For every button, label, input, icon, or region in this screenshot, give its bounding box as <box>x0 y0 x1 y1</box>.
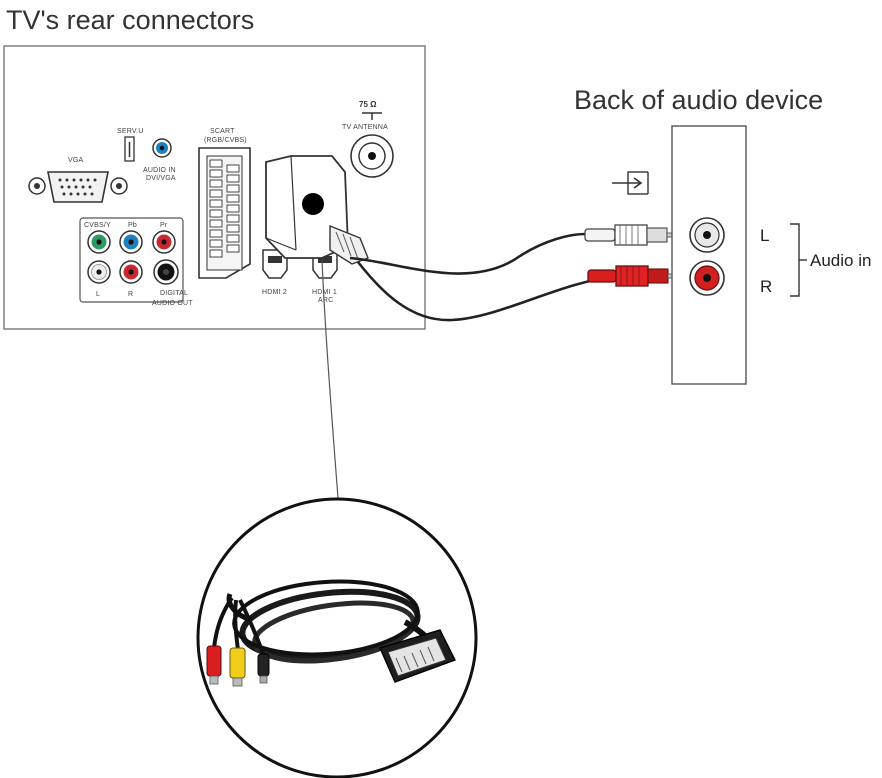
audio-in-label: AUDIO IN <box>143 167 176 174</box>
audio-in-sublabel: DVI/VGA <box>146 175 176 182</box>
hdmi2-label: HDMI 2 <box>262 289 287 296</box>
antenna-label: TV ANTENNA <box>342 124 388 131</box>
pr-jack <box>152 230 176 254</box>
pr-label: Pr <box>160 222 168 229</box>
audio-left-input-label: L <box>760 226 769 245</box>
service-label: SERV.U <box>117 128 144 135</box>
vga-port <box>28 171 128 203</box>
cable-photo-circle <box>196 497 478 778</box>
input-icon <box>612 171 650 195</box>
pb-label: Pb <box>128 222 137 229</box>
audio-left-jack <box>87 260 111 284</box>
audio-in-jack <box>152 138 172 158</box>
digital-audio-out-jack <box>153 259 179 285</box>
digital-audio-out-label-2: AUDIO OUT <box>152 300 193 307</box>
scart-to-rca-cable-picture <box>206 579 456 687</box>
audio-in-bracket <box>790 223 800 297</box>
white-rca-plug <box>584 224 686 246</box>
audio-device-title: Back of audio device <box>574 85 823 115</box>
cvbs-jack <box>87 230 111 254</box>
antenna-port <box>350 134 394 178</box>
audio-right-input-label: R <box>760 277 772 296</box>
scart-port <box>198 147 251 279</box>
audio-left-label: L <box>96 291 100 298</box>
audio-left-input-jack <box>689 217 725 253</box>
scart-sublabel: (RGB/CVBS) <box>204 137 247 144</box>
scart-label: SCART <box>210 128 235 135</box>
service-port <box>124 136 135 162</box>
audio-right-label: R <box>128 291 133 298</box>
hdmi1-sublabel: ARC <box>318 297 333 304</box>
audio-in-group-label: Audio in <box>810 251 871 270</box>
audio-right-jack <box>119 260 143 284</box>
audio-device-panel <box>671 125 747 385</box>
hdmi1-label: HDMI 1 <box>312 289 337 296</box>
audio-right-input-jack <box>689 260 725 296</box>
digital-audio-out-label: DIGITAL <box>160 290 188 297</box>
tv-panel-title: TV's rear connectors <box>6 5 254 35</box>
red-rca-plug <box>587 265 685 287</box>
component-block <box>79 217 184 303</box>
scart-plug <box>265 155 369 265</box>
cable-white <box>349 232 586 275</box>
cvbs-label: CVBS/Y <box>84 222 111 229</box>
cable-red <box>356 261 619 322</box>
callout-leader-line <box>321 259 339 499</box>
pb-jack <box>119 230 143 254</box>
vga-label: VGA <box>68 157 84 164</box>
antenna-ohm-label: 75 Ω <box>359 100 377 109</box>
